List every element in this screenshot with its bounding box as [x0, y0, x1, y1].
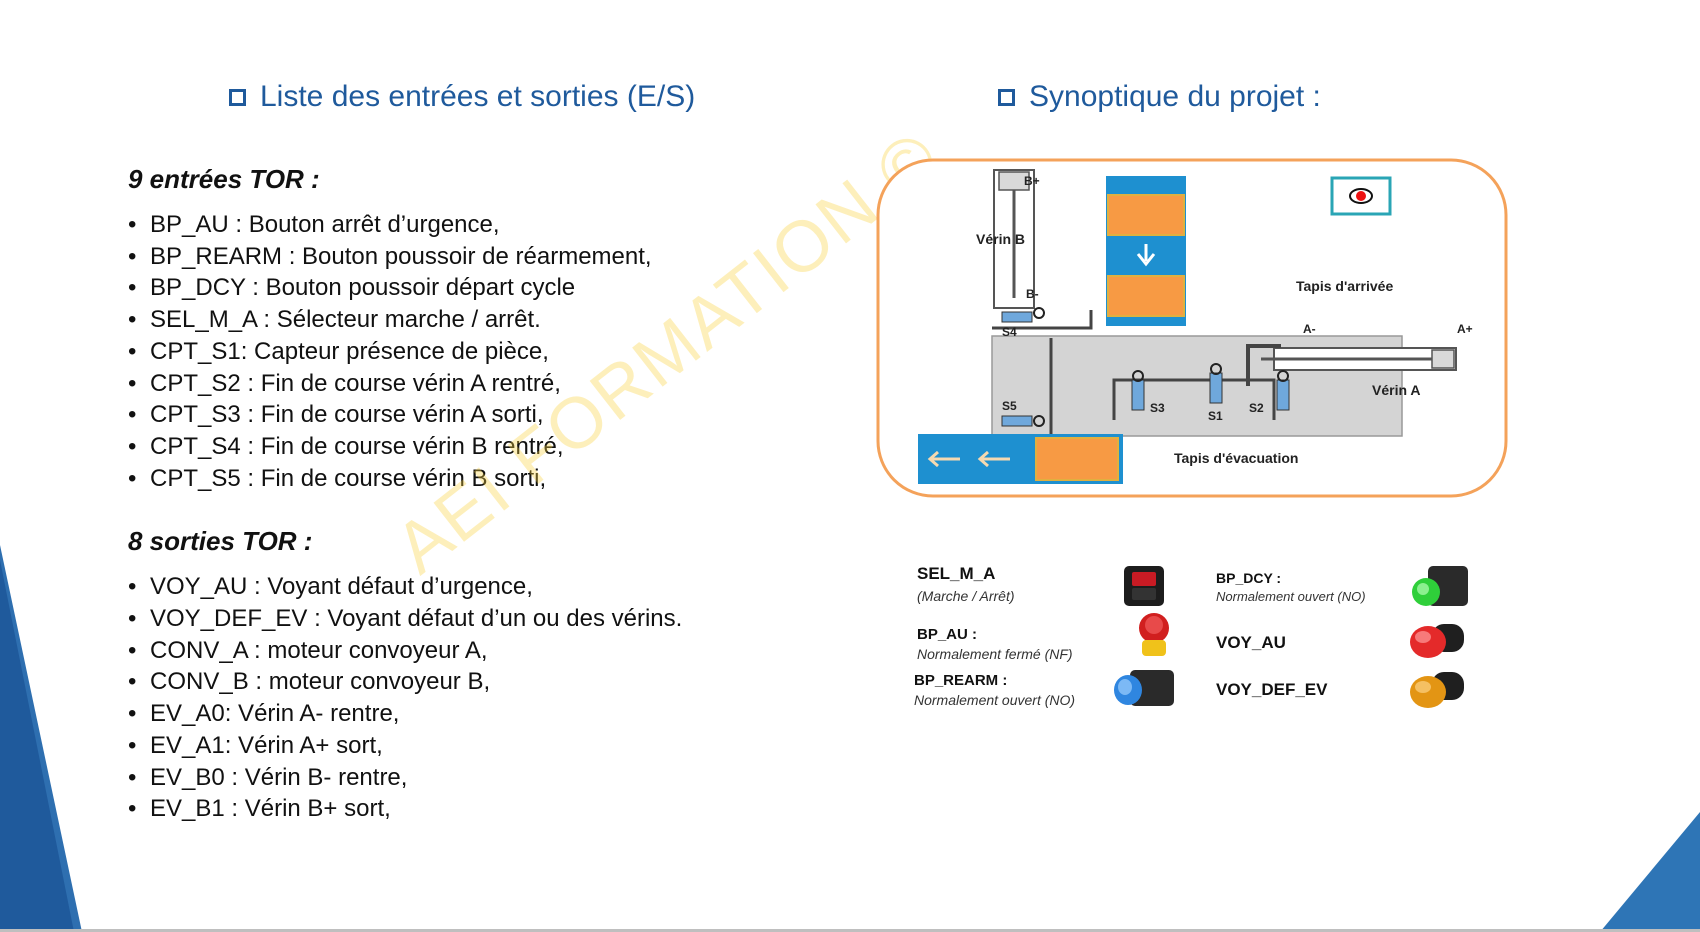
legend-bp-dcy: BP_DCY :	[1216, 570, 1282, 586]
legend-sel-m-a: SEL_M_A	[917, 564, 996, 583]
list-item: BP_REARM : Bouton poussoir de réarmement…	[128, 241, 828, 273]
label-a-minus: A-	[1303, 322, 1316, 336]
label-tapis-arrivee: Tapis d'arrivée	[1296, 278, 1393, 294]
selector-switch-icon	[1124, 566, 1164, 606]
label-verin-a: Vérin A	[1372, 382, 1421, 398]
list-item: VOY_DEF_EV : Voyant défaut d’un ou des v…	[128, 603, 828, 635]
legend-sel-m-a-sub: (Marche / Arrêt)	[917, 588, 1015, 604]
legend-bp-dcy-sub: Normalement ouvert (NO)	[1216, 589, 1366, 604]
component-legend: SEL_M_A (Marche / Arrêt) BP_AU : Normale…	[910, 556, 1480, 716]
part-top	[1107, 194, 1185, 236]
heading-io-list: Liste des entrées et sorties (E/S)	[229, 80, 695, 114]
arrow-left-icon	[927, 450, 960, 468]
label-s2: S2	[1249, 401, 1264, 415]
synoptic-diagram: Vérin B B+ B- Tapis d'arrivée A- A+ Véri…	[876, 158, 1508, 498]
orange-indicator-light-icon	[1410, 672, 1464, 708]
corner-decoration-left	[0, 545, 82, 932]
sensor-s1-icon	[1209, 372, 1223, 404]
list-item: EV_B1 : Vérin B+ sort,	[128, 793, 828, 825]
inputs-title: 9 entrées TOR :	[128, 164, 320, 194]
label-s5: S5	[1002, 399, 1017, 413]
label-b-minus: B-	[1026, 287, 1039, 301]
label-s3: S3	[1150, 401, 1165, 415]
list-item: EV_A0: Vérin A- rentre,	[128, 698, 828, 730]
sensor-s4-icon	[1001, 311, 1033, 323]
part-middle	[1107, 275, 1185, 317]
arrow-left-icon	[977, 450, 1010, 468]
legend-voy-def-ev: VOY_DEF_EV	[1216, 680, 1328, 699]
list-item: VOY_AU : Voyant défaut d’urgence,	[128, 571, 828, 603]
verin-a-piston	[1431, 349, 1455, 369]
list-item: CPT_S2 : Fin de course vérin A rentré,	[128, 368, 828, 400]
part-evacuation	[1035, 437, 1119, 481]
sensor-s3-icon	[1131, 379, 1145, 411]
emergency-stop-icon	[1139, 613, 1169, 656]
list-item: EV_B0 : Vérin B- rentre,	[128, 762, 828, 794]
legend-voy-au: VOY_AU	[1216, 633, 1286, 652]
legend-bp-au: BP_AU :	[917, 626, 978, 643]
arrow-down-icon	[1136, 244, 1156, 267]
reset-button-icon	[1114, 670, 1174, 706]
list-item: BP_AU : Bouton arrêt d’urgence,	[128, 209, 828, 241]
red-indicator-light-icon	[1410, 624, 1464, 658]
inputs-list: BP_AU : Bouton arrêt d’urgence, BP_REARM…	[128, 209, 828, 494]
label-s4: S4	[1002, 325, 1017, 339]
list-item: CONV_B : moteur convoyeur B,	[128, 666, 828, 698]
heading-synoptic-text: Synoptique du projet :	[1029, 80, 1321, 113]
heading-synoptic: Synoptique du projet :	[998, 80, 1321, 114]
outputs-list: VOY_AU : Voyant défaut d’urgence, VOY_DE…	[128, 571, 828, 825]
indicator-light-icon	[1356, 191, 1366, 201]
sensor-s5-icon	[1001, 415, 1033, 427]
slide-bottom-border	[0, 929, 1700, 932]
outputs-title: 8 sorties TOR :	[128, 526, 313, 557]
checkbox-bullet-icon	[229, 88, 246, 106]
legend-bp-rearm-sub: Normalement ouvert (NO)	[914, 692, 1076, 708]
label-b-plus: B+	[1024, 174, 1040, 188]
list-item: CPT_S4 : Fin de course vérin B rentré,	[128, 431, 828, 463]
list-item: SEL_M_A : Sélecteur marche / arrêt.	[128, 304, 828, 336]
label-s1: S1	[1208, 409, 1223, 423]
list-item: CPT_S5 : Fin de course vérin B sorti,	[128, 463, 828, 495]
label-a-plus: A+	[1457, 322, 1473, 336]
legend-bp-au-sub: Normalement fermé (NF)	[917, 646, 1073, 662]
list-item: EV_A1: Vérin A+ sort,	[128, 730, 828, 762]
legend-bp-rearm: BP_REARM :	[914, 672, 1008, 689]
io-list: 9 entrées TOR : BP_AU : Bouton arrêt d’u…	[128, 164, 828, 825]
list-item: CONV_A : moteur convoyeur A,	[128, 635, 828, 667]
list-item: BP_DCY : Bouton poussoir départ cycle	[128, 272, 828, 304]
label-tapis-evacuation: Tapis d'évacuation	[1174, 450, 1298, 466]
heading-io-list-text: Liste des entrées et sorties (E/S)	[260, 80, 696, 113]
checkbox-bullet-icon	[998, 88, 1015, 106]
corner-decoration-right	[1600, 812, 1700, 932]
label-verin-b: Vérin B	[976, 231, 1025, 247]
sensor-s2-icon	[1276, 379, 1290, 411]
list-item: CPT_S1: Capteur présence de pièce,	[128, 336, 828, 368]
start-button-icon	[1412, 566, 1468, 606]
list-item: CPT_S3 : Fin de course vérin A sorti,	[128, 399, 828, 431]
